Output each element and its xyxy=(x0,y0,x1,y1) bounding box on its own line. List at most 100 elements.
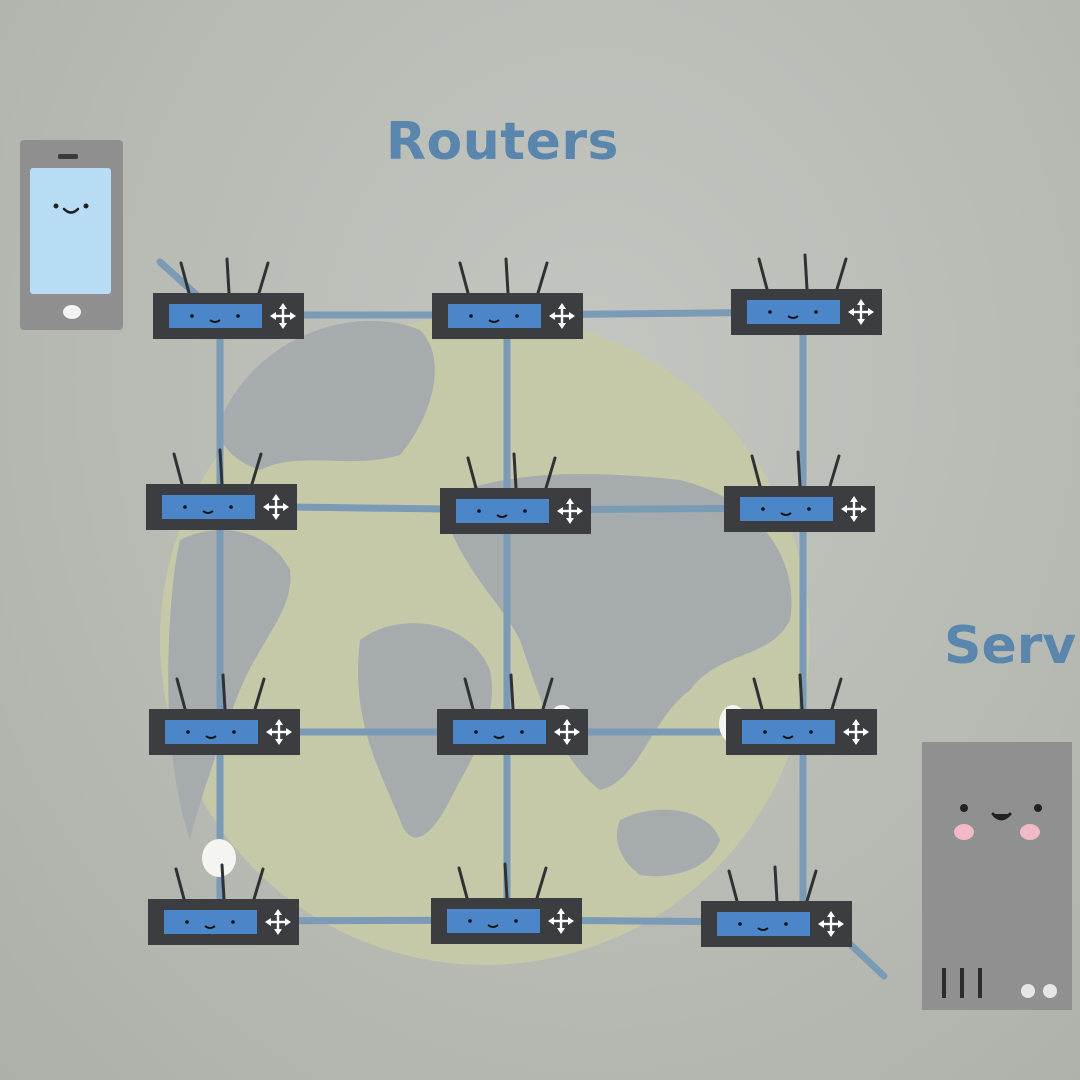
router-mouth xyxy=(487,924,499,928)
server-face-icon xyxy=(942,804,1057,998)
router-eye xyxy=(231,920,235,924)
router-antenna xyxy=(828,454,841,488)
router-mouth xyxy=(757,927,769,931)
router-antenna xyxy=(175,677,187,711)
router-icon xyxy=(726,673,877,755)
router-mouth xyxy=(205,735,217,739)
router-mouth xyxy=(787,315,799,319)
phone-screen xyxy=(30,168,111,294)
router-icon xyxy=(432,257,583,339)
router-eye xyxy=(514,919,518,923)
router-icon xyxy=(431,862,582,944)
router-antenna xyxy=(535,866,548,900)
router-antenna xyxy=(803,253,809,291)
server-icon xyxy=(922,742,1072,1010)
router-mouth xyxy=(209,319,221,323)
router-eye xyxy=(807,507,811,511)
router-eye xyxy=(190,314,194,318)
router-antenna xyxy=(727,869,739,903)
router-antenna xyxy=(750,454,762,488)
router-icon xyxy=(153,257,304,339)
router-eye xyxy=(232,730,236,734)
globe-icon xyxy=(160,315,810,965)
router-mouth xyxy=(488,319,500,323)
router-screen xyxy=(717,912,810,936)
router-antenna xyxy=(757,257,769,291)
router-antenna xyxy=(220,863,226,901)
router-eye xyxy=(186,730,190,734)
router-antenna xyxy=(544,456,557,490)
router-icon xyxy=(146,448,297,530)
router-eye xyxy=(183,505,187,509)
router-screen xyxy=(165,720,258,744)
router-eye xyxy=(185,920,189,924)
router-antenna xyxy=(172,452,184,486)
router-antenna xyxy=(504,257,510,295)
router-antenna xyxy=(541,677,554,711)
router-eye xyxy=(763,730,767,734)
router-mouth xyxy=(780,512,792,516)
router-screen xyxy=(169,304,262,328)
router-antenna xyxy=(466,456,478,490)
router-arrows-icon xyxy=(848,299,874,325)
router-antenna xyxy=(773,865,779,903)
router-antenna xyxy=(253,677,266,711)
router-arrows-icon xyxy=(549,303,575,329)
router-eye xyxy=(515,314,519,318)
router-antenna xyxy=(218,448,224,486)
router-antenna xyxy=(830,677,843,711)
router-screen xyxy=(742,720,835,744)
router-eye xyxy=(768,310,772,314)
router-icon xyxy=(148,863,299,945)
phone-speaker xyxy=(58,154,78,159)
continents xyxy=(168,320,792,877)
router-antenna xyxy=(512,452,518,490)
router-arrows-icon xyxy=(818,911,844,937)
router-antenna xyxy=(257,261,270,295)
router-eye xyxy=(814,310,818,314)
router-mouth xyxy=(496,514,508,518)
router-antenna xyxy=(509,673,515,711)
router-icon xyxy=(724,450,875,532)
router-mouth xyxy=(782,735,794,739)
packet-dot xyxy=(202,839,236,877)
router-screen xyxy=(456,499,549,523)
router-eye xyxy=(809,730,813,734)
router-icon xyxy=(731,253,882,335)
router-eye xyxy=(784,922,788,926)
router-mouth xyxy=(493,735,505,739)
router-arrows-icon xyxy=(266,719,292,745)
router-eye xyxy=(469,314,473,318)
router-grid xyxy=(146,253,882,947)
router-arrows-icon xyxy=(263,494,289,520)
router-arrows-icon xyxy=(843,719,869,745)
routers-title: Routers xyxy=(386,112,620,172)
router-eye xyxy=(520,730,524,734)
router-screen xyxy=(448,304,541,328)
router-eye xyxy=(474,730,478,734)
router-arrows-icon xyxy=(557,498,583,524)
router-antenna xyxy=(798,673,804,711)
router-screen xyxy=(747,300,840,324)
router-eye xyxy=(477,509,481,513)
smartphone-icon xyxy=(20,140,123,330)
router-antenna xyxy=(221,673,227,711)
phone-face-icon xyxy=(53,203,89,214)
router-arrows-icon xyxy=(554,719,580,745)
router-antenna xyxy=(796,450,802,488)
router-screen xyxy=(453,720,546,744)
router-icon xyxy=(437,673,588,755)
router-eye xyxy=(236,314,240,318)
router-screen xyxy=(162,495,255,519)
server-label: Serv xyxy=(944,616,1077,676)
router-antenna xyxy=(835,257,848,291)
router-antenna xyxy=(458,261,470,295)
router-mouth xyxy=(202,510,214,514)
router-icon xyxy=(149,673,300,755)
router-antenna xyxy=(457,866,469,900)
router-antenna xyxy=(179,261,191,295)
router-arrows-icon xyxy=(265,909,291,935)
router-screen xyxy=(740,497,833,521)
